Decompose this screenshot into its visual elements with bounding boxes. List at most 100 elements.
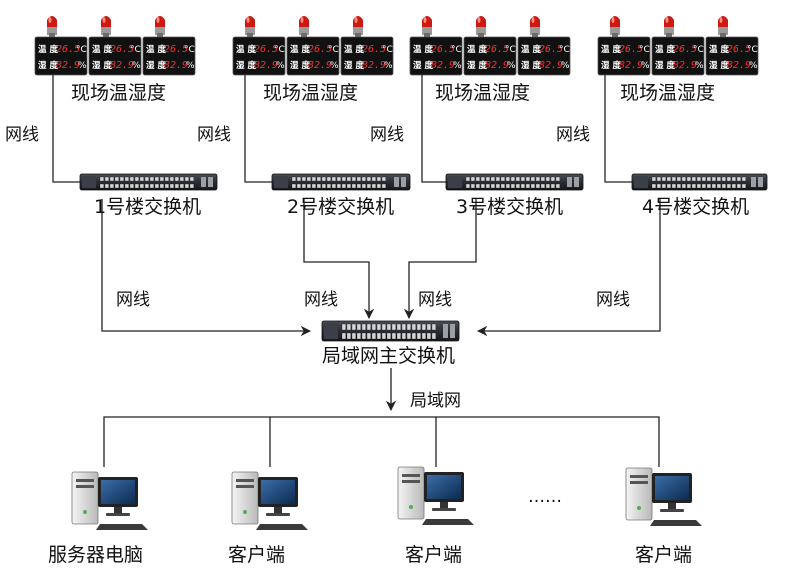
sensor-display-panel bbox=[517, 36, 571, 76]
alarm-light-icon bbox=[47, 16, 57, 27]
hum-value-text: 82.9 bbox=[539, 60, 563, 71]
switch-port bbox=[296, 176, 301, 182]
cable-label-4: 网线 bbox=[556, 125, 590, 145]
switch-port bbox=[550, 183, 555, 189]
switch-port bbox=[431, 332, 436, 340]
switch-port bbox=[525, 183, 530, 189]
switch-port bbox=[296, 183, 301, 189]
switch-port bbox=[741, 183, 746, 189]
alarm-light-stem bbox=[103, 33, 109, 37]
monitor-neck bbox=[440, 502, 448, 508]
switch-port bbox=[485, 183, 490, 189]
switch-port bbox=[104, 176, 109, 182]
monitor-neck bbox=[274, 507, 282, 513]
switch-port bbox=[736, 183, 741, 189]
temp-value-text: 26.5 bbox=[619, 44, 643, 55]
switch-port bbox=[535, 183, 540, 189]
temp-unit-text: °C bbox=[184, 45, 195, 55]
switch-port bbox=[119, 176, 124, 182]
monitor-screen bbox=[427, 475, 461, 499]
switch-port bbox=[164, 176, 169, 182]
temp-value-text: 26.5 bbox=[539, 44, 563, 55]
temp-value-text: 26.5 bbox=[485, 44, 509, 55]
switch-port bbox=[500, 176, 505, 182]
building-switch-4 bbox=[631, 173, 768, 191]
switch-port bbox=[505, 176, 510, 182]
alarm-light-stem bbox=[666, 33, 672, 37]
switch-sfp-slot bbox=[450, 324, 455, 338]
temp-unit-text: °C bbox=[130, 45, 141, 55]
alarm-light-base bbox=[422, 26, 432, 35]
cable-label-2: 网线 bbox=[197, 125, 231, 145]
switch-port bbox=[371, 332, 376, 340]
switch-logo-plate bbox=[448, 176, 462, 188]
switch-port bbox=[311, 183, 316, 189]
core-switch bbox=[321, 320, 460, 342]
wiring bbox=[52, 75, 661, 467]
switch-port bbox=[174, 183, 179, 189]
switch-port bbox=[520, 183, 525, 189]
power-led-icon bbox=[83, 510, 87, 514]
switch-layer bbox=[79, 173, 768, 342]
hum-value-text: 82.9 bbox=[362, 60, 386, 71]
building-switch-3 bbox=[445, 173, 584, 191]
switch-port bbox=[366, 332, 371, 340]
sensor-unit: 温 度26.5°C湿 度82.9% bbox=[651, 16, 705, 76]
sensor-unit: 温 度26.5°C湿 度82.9% bbox=[409, 16, 463, 76]
switch-port bbox=[495, 183, 500, 189]
switch-port bbox=[346, 183, 351, 189]
monitor-screen bbox=[101, 480, 135, 504]
switch-port bbox=[341, 323, 346, 331]
switch-port bbox=[139, 183, 144, 189]
switch-port bbox=[721, 176, 726, 182]
alarm-light-stem bbox=[49, 33, 55, 37]
server-pc bbox=[71, 471, 148, 530]
terminal-label-client-3: 客户端 bbox=[635, 544, 692, 566]
switch-port bbox=[411, 323, 416, 331]
switch-port bbox=[346, 176, 351, 182]
switch-port bbox=[341, 176, 346, 182]
switch-port bbox=[530, 183, 535, 189]
switch-port bbox=[396, 323, 401, 331]
temp-key-text: 温 度 bbox=[601, 44, 621, 55]
temp-unit-text: °C bbox=[693, 45, 704, 55]
switch-port bbox=[154, 176, 159, 182]
temp-unit-text: °C bbox=[451, 45, 462, 55]
alarm-light-icon bbox=[610, 16, 620, 27]
sensor-unit: 温 度26.5°C湿 度82.9% bbox=[34, 16, 88, 76]
hum-value-text: 82.9 bbox=[727, 60, 751, 71]
switch-port bbox=[376, 183, 381, 189]
switch-port bbox=[406, 332, 411, 340]
switch-port bbox=[671, 176, 676, 182]
alarm-light-glare bbox=[48, 17, 52, 23]
switch-port bbox=[386, 332, 391, 340]
alarm-light-icon bbox=[476, 16, 486, 27]
switch-label-1: 1号楼交换机 bbox=[94, 196, 201, 218]
hum-unit-text: % bbox=[384, 61, 393, 71]
switch-port bbox=[331, 176, 336, 182]
switch-port bbox=[169, 176, 174, 182]
switch-port bbox=[351, 183, 356, 189]
switch-port bbox=[366, 176, 371, 182]
alarm-light-stem bbox=[355, 33, 361, 37]
switch-port bbox=[726, 176, 731, 182]
alarm-light-glare bbox=[477, 17, 481, 23]
switch-port bbox=[124, 183, 129, 189]
switch-port bbox=[470, 176, 475, 182]
switch-port bbox=[510, 176, 515, 182]
switch-port bbox=[306, 176, 311, 182]
switch-port bbox=[426, 323, 431, 331]
switch-port bbox=[716, 176, 721, 182]
switch-port bbox=[401, 332, 406, 340]
sensor-display-panel bbox=[286, 36, 340, 76]
hum-unit-text: % bbox=[641, 61, 650, 71]
switch-port bbox=[686, 176, 691, 182]
switch-sfp-slot bbox=[201, 177, 206, 187]
ellipsis: …… bbox=[528, 487, 562, 507]
alarm-light-stem bbox=[720, 33, 726, 37]
hum-key-text: 湿 度 bbox=[601, 60, 621, 71]
switch-port bbox=[530, 176, 535, 182]
alarm-light-icon bbox=[718, 16, 728, 27]
alarm-light-base bbox=[530, 26, 540, 35]
switch-port bbox=[696, 176, 701, 182]
